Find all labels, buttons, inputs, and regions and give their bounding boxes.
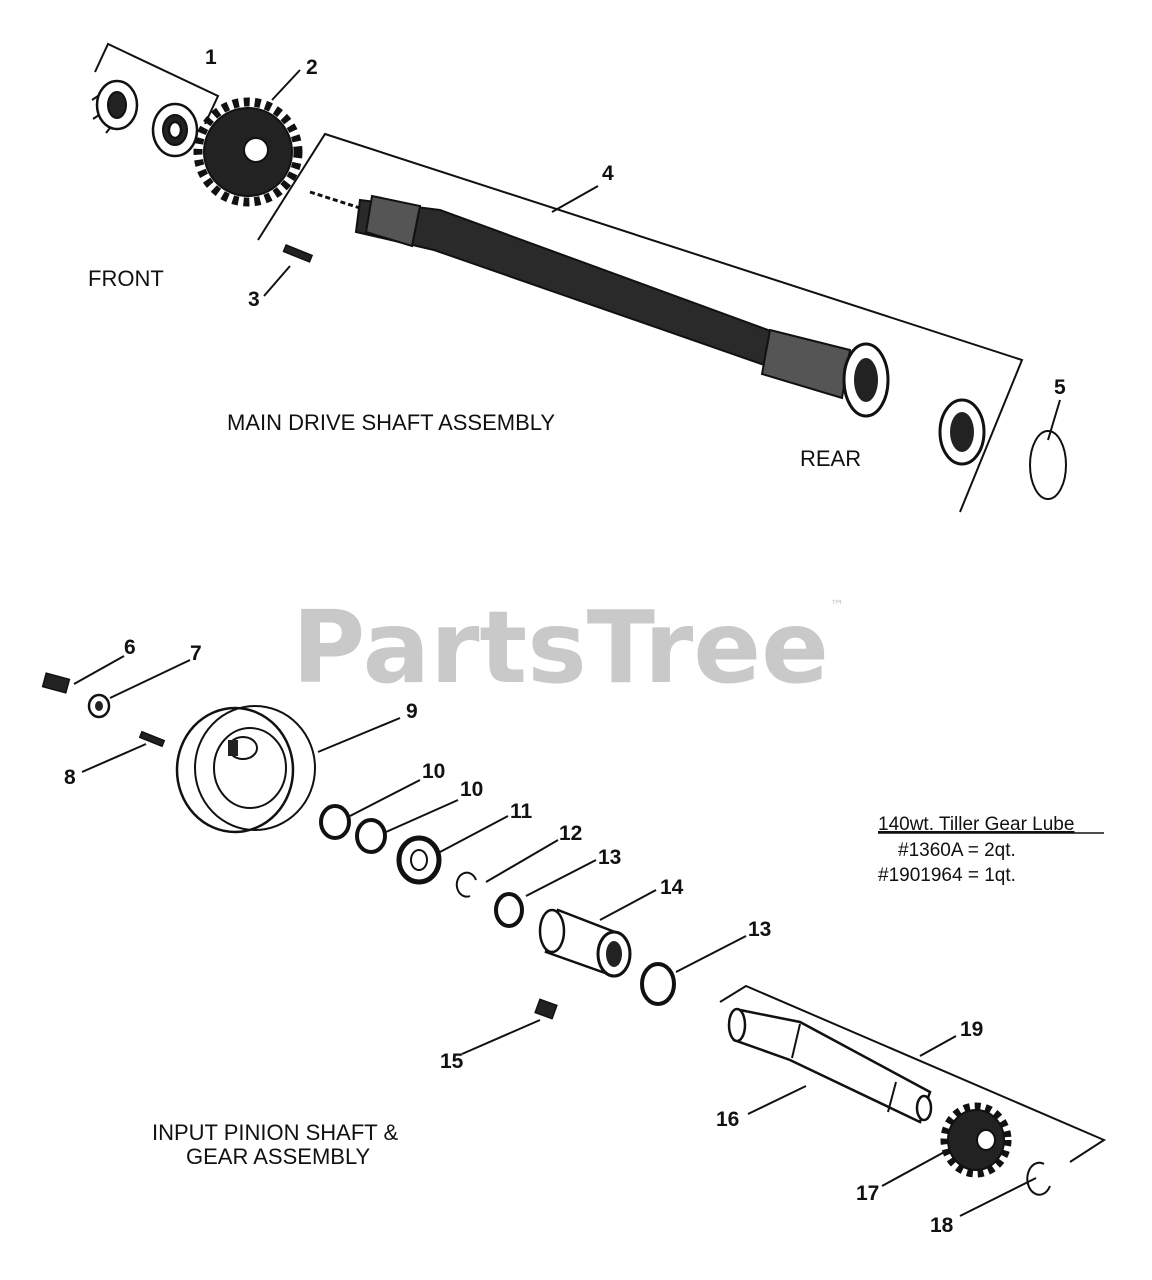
callout-4: 4 [602, 162, 614, 185]
part-12-snap-ring [455, 871, 477, 898]
callout-3: 3 [248, 288, 260, 311]
leader-11 [439, 815, 509, 853]
part-18-snap-ring [1026, 1161, 1051, 1196]
callout-19: 19 [960, 1018, 983, 1041]
callout-10b: 10 [460, 778, 483, 801]
front-label: FRONT [88, 266, 164, 291]
leader-4 [551, 185, 599, 213]
leader-10a [349, 779, 421, 817]
leader-17 [881, 1149, 949, 1187]
callout-19-bracket [719, 984, 1107, 1163]
callout-15: 15 [440, 1050, 464, 1073]
callout-5: 5 [1054, 376, 1066, 399]
part-3-key [282, 243, 314, 263]
part-9-pulley [175, 705, 316, 834]
part-7-washer [87, 693, 111, 719]
leader-6 [73, 655, 125, 685]
leader-9 [317, 717, 401, 753]
callout-1: 1 [205, 46, 217, 69]
leader-8 [81, 743, 147, 773]
callout-13a: 13 [598, 846, 621, 869]
part-14-bushing [538, 908, 632, 978]
leader-2 [271, 69, 301, 101]
lube-note-line1: #1360A = 2qt. [898, 840, 1016, 861]
part-11-bearing [396, 835, 442, 885]
part-16-pinion-shaft [727, 1007, 933, 1124]
leader-16 [747, 1085, 807, 1115]
part-5-ring [1029, 430, 1067, 500]
callout-14: 14 [660, 876, 684, 899]
lube-note-line2: #1901964 = 1qt. [878, 865, 1016, 886]
leader-13b [675, 935, 747, 973]
callout-8: 8 [64, 766, 76, 789]
leader-19 [919, 1035, 957, 1057]
lube-note-heading: 140wt. Tiller Gear Lube [878, 814, 1074, 835]
leader-18 [959, 1177, 1037, 1217]
part-6-bolt [41, 672, 71, 694]
leader-7 [109, 659, 191, 699]
part-8-key [138, 730, 166, 748]
part-10-seal-b [355, 818, 387, 854]
callout-9: 9 [406, 700, 418, 723]
part-13-washer-b [640, 962, 676, 1006]
pinion-assembly-title-line1: INPUT PINION SHAFT & [152, 1120, 398, 1145]
callout-7: 7 [190, 642, 202, 665]
leader-13a [525, 859, 597, 897]
part-15-set-screw [534, 998, 558, 1020]
leader-10b [385, 799, 459, 833]
part-4-main-drive-shaft [309, 190, 890, 418]
pinion-assembly-title-line2: GEAR ASSEMBLY [186, 1144, 371, 1169]
callout-11: 11 [510, 800, 533, 823]
callout-18: 18 [930, 1214, 954, 1237]
part-rear-bearing-cone [938, 398, 986, 466]
main-assembly-title: MAIN DRIVE SHAFT ASSEMBLY [227, 410, 555, 435]
watermark-logo: PartsTree [292, 589, 829, 706]
leader-5 [1047, 399, 1061, 441]
part-10-seal-a [319, 804, 351, 840]
callout-2: 2 [306, 56, 318, 79]
part-13-washer-a [494, 892, 524, 928]
callout-6: 6 [124, 636, 136, 659]
callout-12: 12 [559, 822, 582, 845]
callout-4-bracket [257, 132, 1024, 513]
watermark-trademark: ™ [830, 598, 844, 614]
rear-label: REAR [800, 446, 861, 471]
part-17-pinion-gear [940, 1102, 1012, 1178]
part-1-bearing-cone [151, 102, 199, 158]
leader-15 [461, 1019, 541, 1055]
part-2-gear [193, 97, 303, 207]
callout-13b: 13 [748, 918, 771, 941]
leader-14 [599, 889, 657, 921]
callout-10a: 10 [422, 760, 445, 783]
leader-3 [263, 265, 291, 297]
callout-1-bracket [94, 42, 220, 125]
callout-17: 17 [856, 1182, 879, 1205]
part-1-bearing-cup [91, 79, 139, 134]
callout-16: 16 [716, 1108, 739, 1131]
leader-12 [485, 839, 559, 883]
